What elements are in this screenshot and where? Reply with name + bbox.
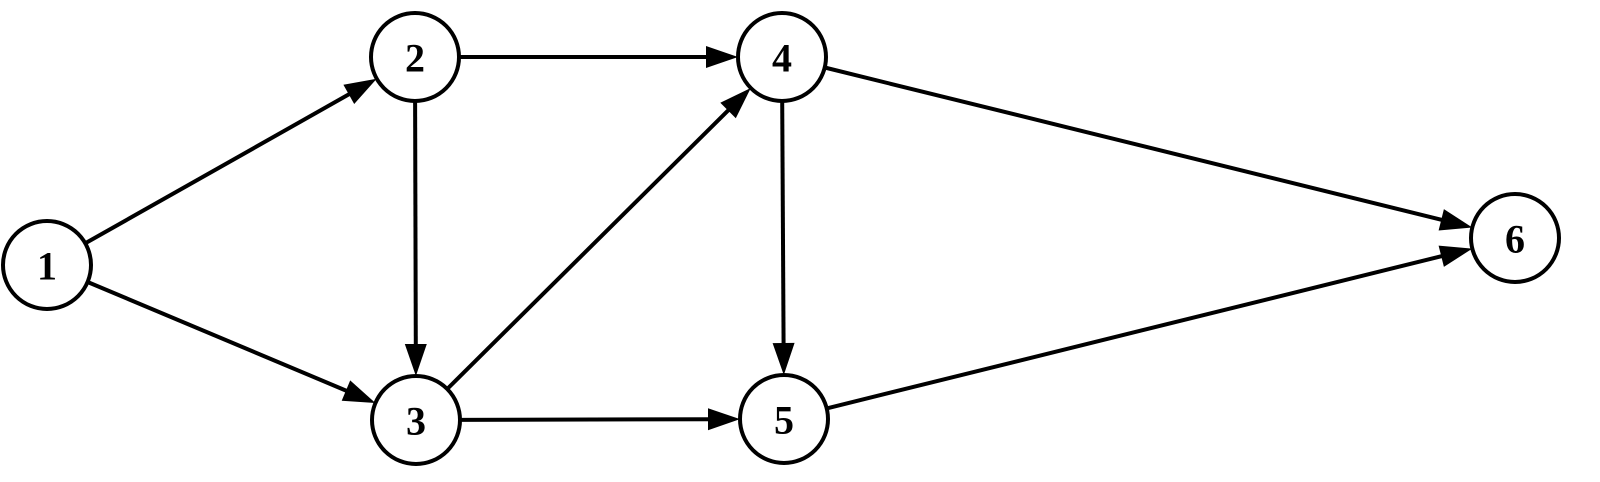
- edge-2-3-line: [413, 100, 418, 349]
- edge-3-5: [459, 408, 740, 431]
- edge-4-5: [772, 100, 795, 375]
- node-1-label: 1: [37, 244, 57, 289]
- edge-3-4: [445, 88, 751, 391]
- node-4-label: 4: [772, 36, 792, 81]
- edge-4-6: [824, 65, 1473, 231]
- node-3-circle: [370, 374, 462, 466]
- edge-4-6-line: [824, 65, 1446, 223]
- edges-layer: [84, 46, 1473, 431]
- node-5-circle: [738, 373, 830, 465]
- edge-1-2-line: [84, 90, 354, 246]
- edge-5-6-line: [826, 253, 1446, 411]
- edge-1-3-line: [86, 280, 351, 394]
- node-3: 3: [370, 374, 462, 466]
- node-2-label: 2: [405, 36, 425, 81]
- node-1: 1: [1, 219, 93, 311]
- edge-3-5-line: [459, 417, 713, 422]
- edge-5-6-arrowhead: [1438, 245, 1473, 267]
- edge-4-5-line: [780, 100, 786, 348]
- edge-1-2-arrowhead: [343, 78, 377, 104]
- edge-3-4-line: [445, 106, 733, 391]
- edge-1-3: [86, 280, 376, 403]
- node-3-label: 3: [406, 399, 426, 444]
- edge-4-6-arrowhead: [1438, 209, 1473, 231]
- node-4-circle: [736, 11, 828, 103]
- edge-2-4-arrowhead: [706, 46, 738, 68]
- node-2: 2: [369, 11, 461, 103]
- nodes-layer: 1 2 3 4 5 6: [1, 11, 1561, 466]
- node-1-circle: [1, 219, 93, 311]
- edge-3-5-arrowhead: [708, 408, 740, 431]
- node-6-circle: [1469, 192, 1561, 284]
- node-5-label: 5: [774, 398, 794, 443]
- node-4: 4: [736, 11, 828, 103]
- edge-3-4-arrowhead: [720, 88, 751, 119]
- edge-4-5-arrowhead: [772, 342, 795, 375]
- node-5: 5: [738, 373, 830, 465]
- edge-1-3-arrowhead: [341, 380, 376, 403]
- edge-2-3-arrowhead: [404, 344, 427, 376]
- node-6-label: 6: [1505, 217, 1525, 262]
- edge-2-3: [404, 100, 427, 376]
- edge-2-4: [459, 46, 738, 68]
- edge-1-2: [84, 78, 377, 246]
- edge-5-6: [826, 245, 1473, 411]
- node-2-circle: [369, 11, 461, 103]
- node-6: 6: [1469, 192, 1561, 284]
